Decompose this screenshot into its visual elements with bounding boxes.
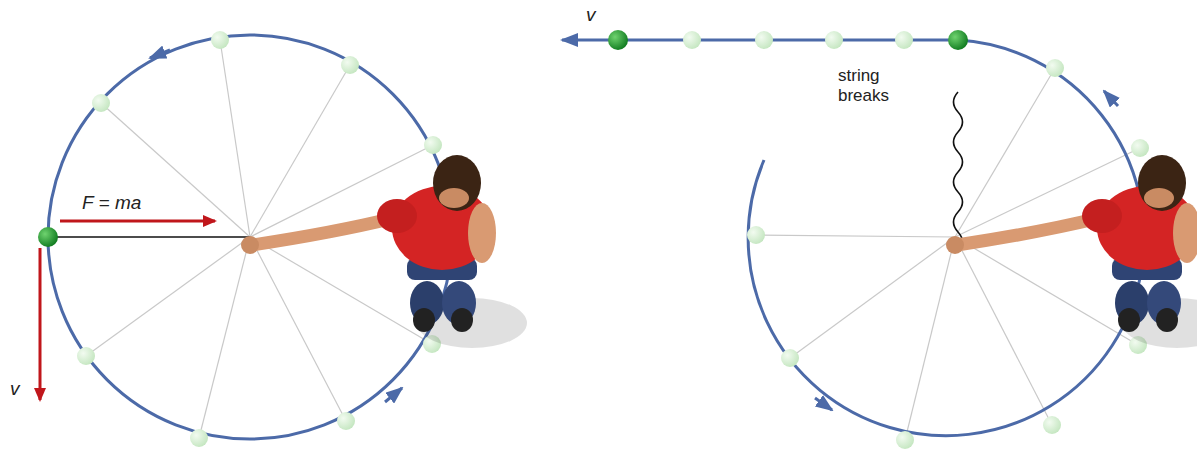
person: [241, 155, 527, 348]
velocity-arrow: [39, 248, 42, 400]
direction-arrow: [150, 50, 170, 58]
force-arrow: [60, 220, 215, 223]
right-panel: [562, 30, 1197, 449]
direction-arrow: [815, 398, 832, 410]
ball: [948, 30, 968, 50]
string: [48, 236, 250, 238]
ball: [38, 227, 58, 247]
velocity-label: v: [586, 4, 596, 26]
force-label: F = ma: [82, 192, 141, 214]
ball: [608, 30, 628, 50]
person: [946, 155, 1197, 348]
left-panel: [38, 31, 527, 447]
annotation: string breaks: [838, 66, 928, 105]
ghost-balls: [683, 31, 1149, 449]
broken-string: [954, 92, 963, 252]
velocity-label: v: [10, 378, 20, 400]
circular-path: [748, 40, 1144, 436]
direction-arrow: [385, 388, 402, 402]
direction-arrow: [1104, 91, 1118, 106]
